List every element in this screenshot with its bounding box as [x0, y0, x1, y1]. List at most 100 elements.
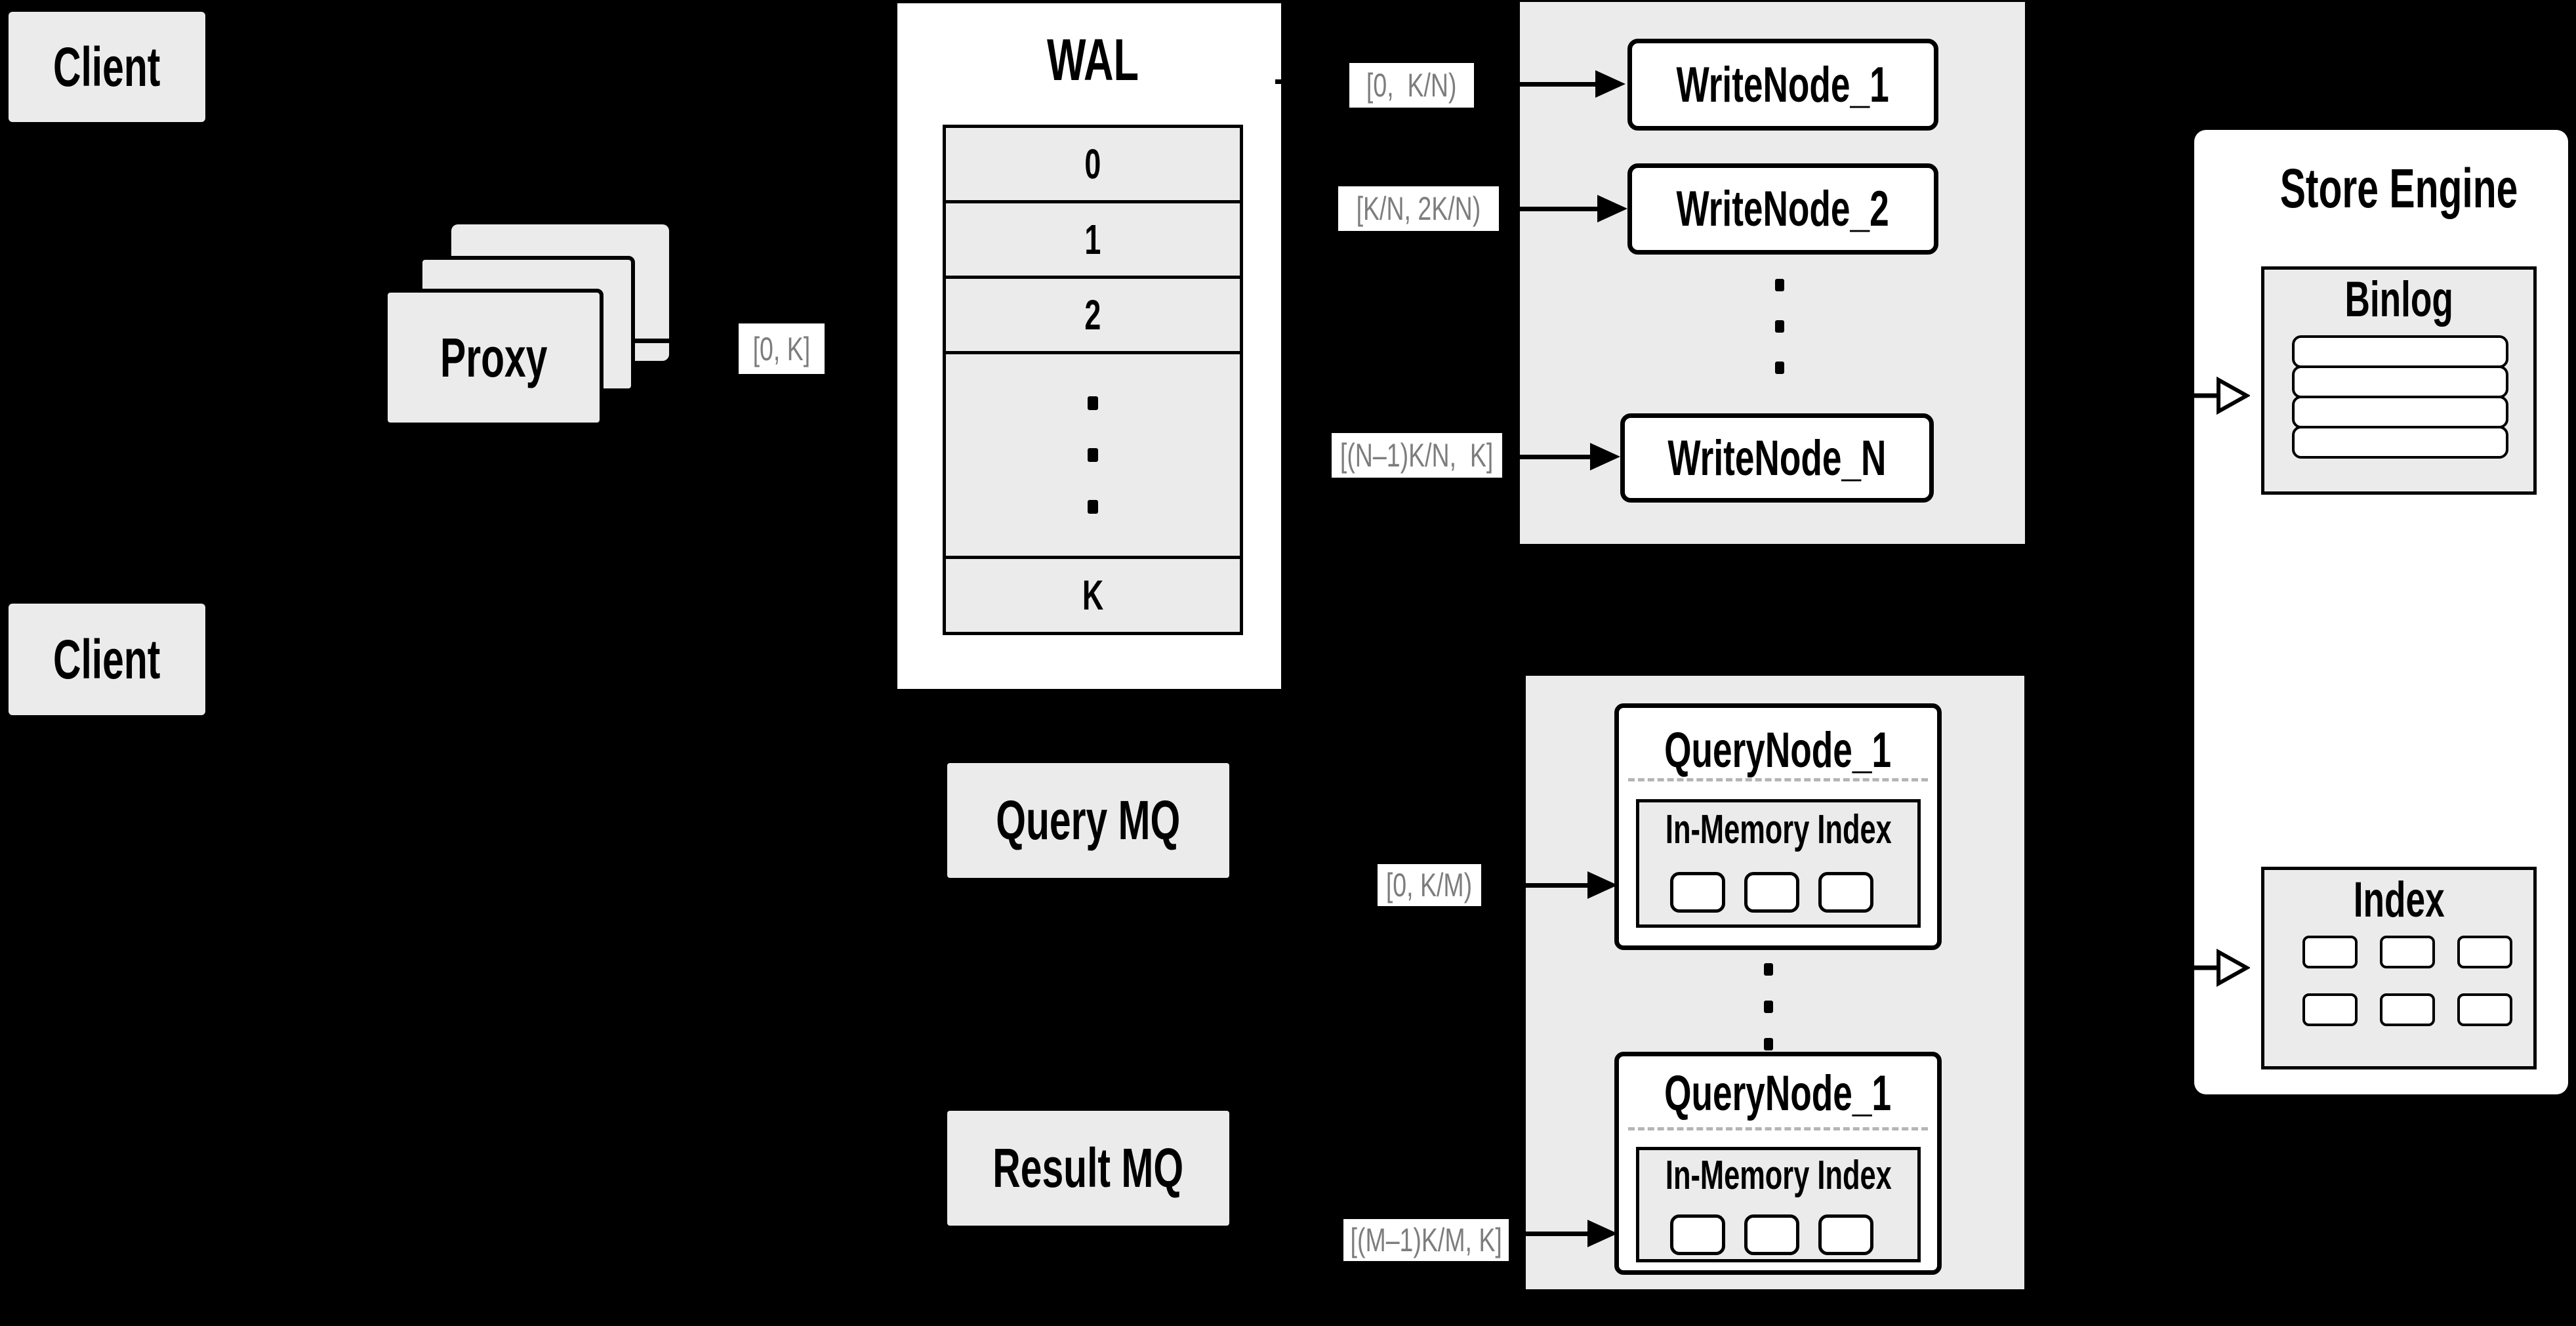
- store-engine-title-band: Store Engine: [2261, 157, 2537, 219]
- store-engine-title: Store Engine: [2280, 157, 2518, 219]
- wal-title-band: WAL: [943, 28, 1243, 93]
- ellipsis-dot: [1775, 362, 1784, 374]
- arrow-to-write-node-2: [1499, 195, 1627, 222]
- wal-row-label: K: [1082, 571, 1104, 619]
- write-node-n-box: WriteNode_N: [1620, 413, 1934, 503]
- write-node-n-label: WriteNode_N: [1667, 430, 1887, 486]
- range-label-proxy-wal: [0, K]: [739, 323, 825, 374]
- write-node-ellipsis: [1775, 279, 1784, 374]
- arrow-to-query-node-bottom: [1509, 1220, 1618, 1247]
- arrow-line: [1499, 207, 1599, 211]
- binlog-title: Binlog: [2344, 271, 2453, 327]
- in-memory-bottom-title: In-Memory Index: [1665, 1152, 1892, 1198]
- ellipsis-dot: [1088, 500, 1098, 514]
- mem-cell: [1670, 1214, 1725, 1255]
- in-memory-top-title: In-Memory Index: [1665, 806, 1892, 852]
- client-box-top: Client: [9, 12, 205, 122]
- wal-row: 1: [946, 200, 1240, 276]
- mem-cell: [1744, 1214, 1799, 1255]
- ellipsis-dot: [1775, 320, 1784, 333]
- wal-row-label: 0: [1084, 140, 1101, 188]
- index-cell: [2457, 993, 2512, 1026]
- ellipsis-dot: [1764, 963, 1773, 976]
- ellipsis-dot: [1764, 1001, 1773, 1013]
- arrow-line: [1475, 82, 1597, 87]
- write-node-1-box: WriteNode_1: [1627, 39, 1938, 131]
- in-memory-bottom-title-band: In-Memory Index: [1639, 1153, 1917, 1198]
- proxy-box: Proxy: [384, 289, 603, 426]
- range-label-write-n: [(N–1)K/N, K]: [1332, 433, 1502, 478]
- client-bottom-label: Client: [53, 628, 161, 690]
- arrow-line: [1509, 1232, 1589, 1236]
- write-node-2-label: WriteNode_2: [1676, 181, 1890, 237]
- arrowhead-icon: [1597, 195, 1627, 222]
- ellipsis-dot: [1088, 396, 1098, 411]
- index-cell: [2457, 936, 2512, 968]
- client-top-label: Client: [53, 35, 161, 98]
- wal-row-label: 2: [1084, 291, 1101, 339]
- index-box: Index: [2261, 867, 2537, 1069]
- arrow-to-query-node-top: [1481, 871, 1618, 899]
- ellipsis-dot: [1764, 1038, 1773, 1050]
- mem-cell: [1818, 872, 1873, 913]
- range-label-query-1-text: [0, K/M): [1386, 867, 1473, 903]
- result-mq-box: Result MQ: [947, 1111, 1229, 1226]
- arrow-to-write-node-1: [1475, 70, 1625, 98]
- query-node-top-title: QueryNode_1: [1664, 722, 1892, 778]
- binlog-row: [2292, 335, 2508, 368]
- range-label-write-2-text: [K/N, 2K/N): [1356, 190, 1481, 227]
- binlog-box: Binlog: [2261, 266, 2537, 495]
- mem-cell: [1670, 872, 1725, 913]
- arrow-to-write-node-n: [1502, 443, 1620, 470]
- arrowhead-icon: [1587, 871, 1618, 899]
- ellipsis-dot: [1088, 448, 1098, 463]
- binlog-row: [2292, 426, 2508, 459]
- query-mq-label: Query MQ: [996, 789, 1181, 851]
- arrow-line: [1502, 455, 1591, 459]
- wal-row: K: [946, 555, 1240, 632]
- arrowhead-icon: [1590, 443, 1620, 470]
- write-node-1-label: WriteNode_1: [1676, 56, 1890, 113]
- open-arrow-to-index: [2188, 948, 2250, 987]
- mem-cell: [1818, 1214, 1873, 1255]
- index-cell: [2302, 993, 2358, 1026]
- wal-to-writenode1-flow-stub: [1275, 79, 1349, 84]
- in-memory-index-bottom-box: In-Memory Index: [1636, 1147, 1921, 1262]
- query-node-bottom-box: QueryNode_1 In-Memory Index: [1614, 1052, 1942, 1275]
- query-node-top-title-band: QueryNode_1: [1619, 722, 1937, 778]
- index-cell: [2380, 993, 2435, 1026]
- index-cell: [2380, 936, 2435, 968]
- wal-row: 0: [946, 128, 1240, 200]
- arrowhead-icon: [1587, 1220, 1618, 1247]
- client-box-bottom: Client: [9, 604, 205, 715]
- in-memory-bottom-cells: [1670, 1214, 1873, 1255]
- range-label-query-m: [(M–1)K/M, K]: [1343, 1219, 1509, 1261]
- binlog-row: [2292, 365, 2508, 398]
- index-cells: [2302, 936, 2512, 1026]
- query-node-ellipsis: [1764, 963, 1773, 1050]
- query-node-bottom-divider: [1628, 1127, 1928, 1130]
- proxy-label: Proxy: [440, 326, 548, 388]
- range-label-query-1: [0, K/M): [1378, 864, 1481, 906]
- wal-row-label: 1: [1084, 216, 1101, 264]
- range-label-query-m-text: [(M–1)K/M, K]: [1350, 1222, 1502, 1258]
- query-mq-box: Query MQ: [947, 763, 1229, 878]
- binlog-row: [2292, 396, 2508, 428]
- in-memory-top-cells: [1670, 872, 1873, 913]
- wal-row-ellipsis: [946, 351, 1240, 556]
- query-node-top-divider: [1628, 778, 1928, 781]
- range-label-write-n-text: [(N–1)K/N, K]: [1340, 437, 1494, 474]
- binlog-title-band: Binlog: [2264, 272, 2533, 327]
- wal-title: WAL: [1047, 28, 1139, 93]
- query-node-bottom-title: QueryNode_1: [1664, 1065, 1892, 1121]
- range-label-write-1-text: [0, K/N): [1366, 67, 1457, 104]
- in-memory-top-title-band: In-Memory Index: [1639, 807, 1917, 852]
- result-mq-label: Result MQ: [992, 1137, 1184, 1199]
- arrow-line: [1481, 883, 1589, 888]
- index-cell: [2302, 936, 2358, 968]
- range-label-write-2: [K/N, 2K/N): [1338, 186, 1499, 231]
- open-arrow-to-binlog: [2188, 376, 2250, 415]
- range-label-proxy-wal-text: [0, K]: [752, 330, 811, 367]
- index-title-band: Index: [2264, 872, 2533, 928]
